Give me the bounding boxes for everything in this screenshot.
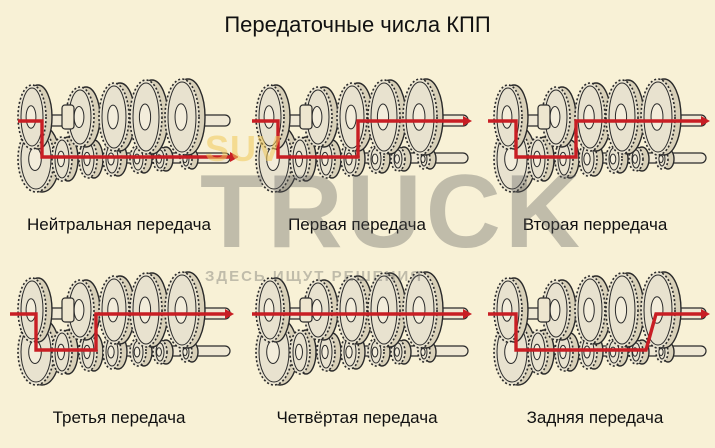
main-gear — [303, 279, 339, 341]
arrowhead-icon — [701, 116, 710, 126]
main-gear — [640, 78, 682, 156]
caption-neutral: Нейтральная передача — [27, 215, 211, 234]
counter-gear — [390, 339, 412, 365]
gearbox-drawing — [10, 271, 234, 386]
power-path-line — [252, 119, 463, 159]
panel-fourth: Четвёртая передача — [238, 238, 476, 448]
arrowhead-icon — [463, 309, 472, 319]
main-gear — [164, 271, 206, 349]
main-gear — [129, 79, 169, 155]
main-gear — [640, 271, 682, 349]
panel-neutral: Нейтральная передача — [0, 45, 238, 255]
counter-gear — [316, 139, 342, 179]
counter-gear — [390, 146, 412, 172]
main-gear — [98, 275, 136, 345]
main-gear — [402, 271, 444, 349]
synchro-hub — [61, 104, 75, 130]
main-gear — [493, 277, 529, 343]
main-gear — [65, 86, 101, 148]
main-gear — [255, 84, 291, 150]
main-gear — [98, 82, 136, 152]
caption-reverse: Задняя передача — [526, 408, 664, 427]
gearbox-drawing — [252, 78, 472, 193]
main-gear — [164, 78, 206, 156]
caption-third: Третья передача — [52, 408, 186, 427]
counter-gear — [628, 146, 650, 172]
power-path-line — [18, 119, 230, 159]
synchro-hub — [537, 297, 551, 323]
counter-gear — [51, 329, 79, 375]
main-gear — [402, 78, 444, 156]
counter-gear — [152, 146, 174, 172]
main-gear — [574, 82, 612, 152]
panel-first: Первая передача — [238, 45, 476, 255]
panel-third: Третья передача — [0, 238, 238, 448]
diagram-title: Передаточные числа КПП — [224, 12, 491, 37]
panel-second: Вторая перредача — [476, 45, 714, 255]
gearbox-drawing — [252, 271, 472, 386]
power-path-line — [10, 312, 225, 352]
main-gear — [541, 279, 577, 341]
counter-gear — [527, 329, 555, 375]
caption-first: Первая передача — [288, 215, 426, 234]
gearbox-drawing — [17, 78, 238, 193]
main-gear — [255, 277, 291, 343]
counter-gear — [51, 136, 79, 182]
panel-reverse: Задняя передача — [476, 238, 714, 448]
main-gear — [367, 79, 407, 155]
counter-gear — [289, 329, 317, 375]
main-gear — [367, 272, 407, 348]
main-gear — [574, 275, 612, 345]
counter-gear — [289, 136, 317, 182]
main-gear — [17, 84, 53, 150]
caption-second: Вторая перредача — [522, 215, 668, 234]
power-path-line — [488, 312, 701, 352]
main-gear — [336, 275, 374, 345]
main-gear — [541, 86, 577, 148]
gearbox-drawing — [488, 271, 710, 386]
main-gear — [129, 272, 169, 348]
power-path-line — [488, 119, 701, 159]
main-gear — [336, 82, 374, 152]
main-gear — [605, 79, 645, 155]
main-gear — [303, 86, 339, 148]
main-gear — [17, 277, 53, 343]
counter-gear — [527, 136, 555, 182]
main-gear — [493, 84, 529, 150]
synchro-hub — [299, 297, 313, 323]
synchro-hub — [299, 104, 313, 130]
arrowhead-icon — [230, 152, 238, 162]
main-gear — [605, 272, 645, 348]
caption-fourth: Четвёртая передача — [276, 408, 438, 427]
arrowhead-icon — [701, 309, 710, 319]
synchro-hub — [537, 104, 551, 130]
arrowhead-icon — [463, 116, 472, 126]
counter-gear — [316, 332, 342, 372]
gearbox-drawing — [488, 78, 710, 193]
synchro-hub — [61, 297, 75, 323]
counter-gear — [367, 337, 391, 367]
arrowhead-icon — [225, 309, 234, 319]
